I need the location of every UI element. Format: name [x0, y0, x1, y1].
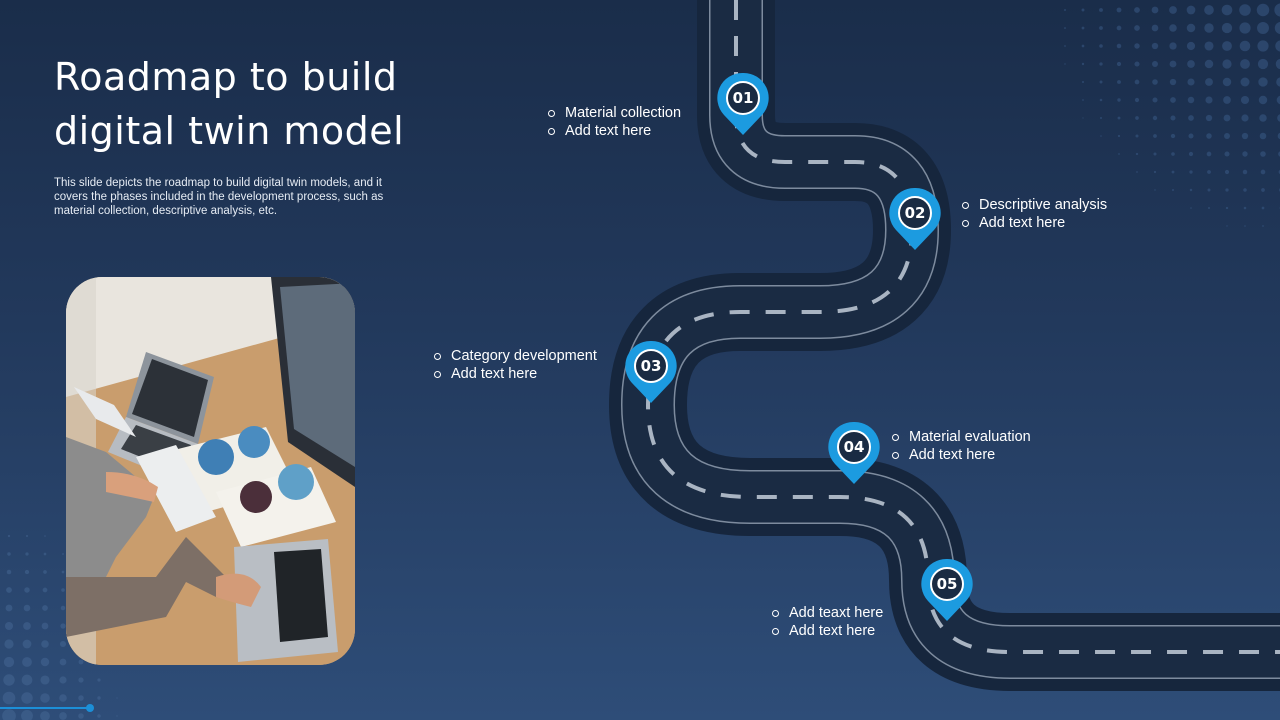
map-pin-icon — [717, 72, 769, 135]
workspace-photo — [66, 277, 355, 665]
milestone-5-number: 05 — [936, 575, 958, 593]
milestone-4-title: Material evaluation — [909, 429, 1031, 445]
milestone-1-text: Material collection Add text here — [548, 104, 681, 140]
milestone-2-text: Descriptive analysis Add text here — [962, 196, 1107, 232]
milestone-1-number: 01 — [732, 89, 754, 107]
bullet-icon — [772, 627, 779, 635]
milestone-1-detail: Add text here — [565, 123, 652, 139]
milestone-2-number: 02 — [904, 204, 926, 222]
bullet-icon — [772, 609, 779, 617]
bullet-icon — [962, 219, 969, 227]
milestone-5-title: Add teaxt here — [789, 605, 884, 621]
map-pin-icon — [921, 558, 973, 621]
milestone-3-title: Category development — [451, 348, 597, 364]
milestone-2-detail: Add text here — [979, 215, 1066, 231]
milestone-4-pin: 04 — [827, 420, 881, 484]
milestone-5-detail: Add text here — [789, 623, 876, 639]
map-pin-icon — [828, 421, 880, 484]
milestone-3-number: 03 — [640, 357, 662, 375]
milestone-2-title: Descriptive analysis — [979, 197, 1108, 213]
bullet-icon — [434, 352, 441, 360]
map-pin-icon — [625, 340, 677, 403]
milestone-4-number: 04 — [843, 438, 865, 456]
milestone-2-pin: 02 — [888, 186, 942, 250]
footer-accent-dot — [86, 704, 94, 712]
bullet-icon — [892, 433, 899, 441]
bullet-icon — [434, 370, 441, 378]
milestone-4-text: Material evaluation Add text here — [892, 428, 1031, 464]
bullet-icon — [548, 127, 555, 135]
map-pin-icon — [889, 187, 941, 250]
milestone-5-text: Add teaxt here Add text here — [772, 604, 883, 640]
milestone-3-detail: Add text here — [451, 366, 538, 382]
footer-accent-line — [0, 707, 90, 709]
title-line-1: Roadmap to build — [54, 55, 398, 99]
milestone-1-title: Material collection — [565, 105, 682, 121]
page-title: Roadmap to build digital twin model — [54, 50, 474, 158]
bullet-icon — [962, 201, 969, 209]
slide-description: This slide depicts the roadmap to build … — [54, 177, 384, 217]
title-line-2: digital twin model — [54, 109, 405, 153]
milestone-4-detail: Add text here — [909, 447, 996, 463]
bullet-icon — [892, 451, 899, 459]
milestone-3-pin: 03 — [624, 339, 678, 403]
milestone-1-pin: 01 — [716, 71, 770, 135]
milestone-3-text: Category development Add text here — [434, 347, 597, 383]
bullet-icon — [548, 109, 555, 117]
milestone-5-pin: 05 — [920, 557, 974, 621]
